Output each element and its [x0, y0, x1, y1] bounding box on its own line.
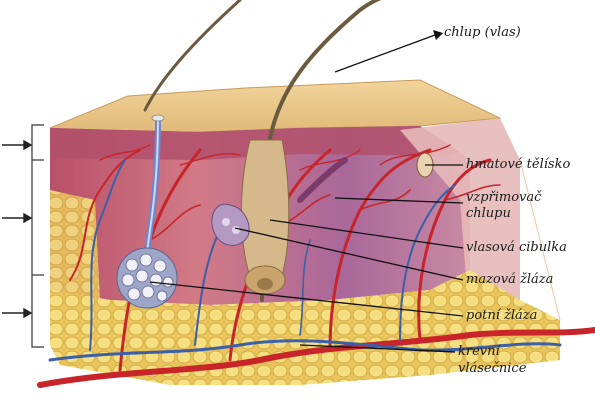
label-erector-muscle-line1: vzpřimovač [466, 190, 541, 205]
label-hair-bulb: vlasová cibulka [466, 240, 567, 255]
label-erector-muscle-line2: chlupu [466, 206, 511, 221]
arrow-right-icon [2, 141, 31, 317]
label-sweat-gland: potní žláza [466, 308, 537, 323]
layer-bracket [32, 125, 44, 347]
label-capillaries-line2: vlásečnice [458, 361, 526, 376]
label-hair: chlup (vlas) [444, 25, 521, 40]
label-capillaries-line1: krevní [458, 344, 500, 359]
label-touch-corpuscle: hmatové tělísko [466, 157, 570, 172]
label-sebaceous-gland: mazová žláza [466, 272, 553, 287]
hair-follicle [241, 140, 288, 294]
